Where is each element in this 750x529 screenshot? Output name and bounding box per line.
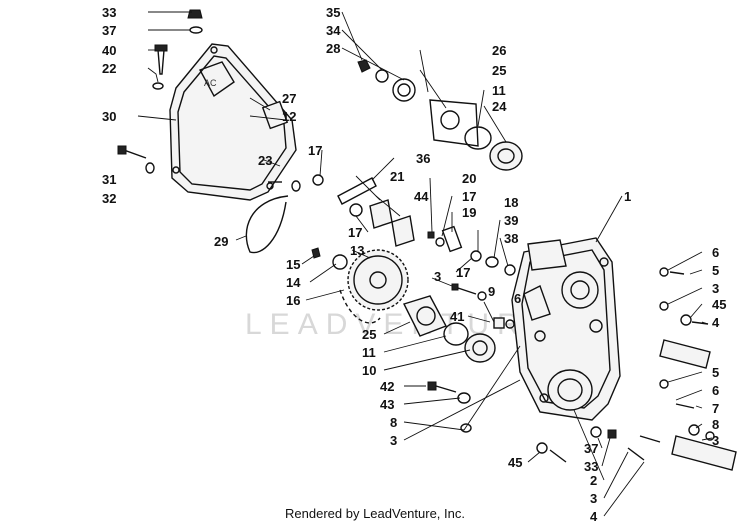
callout-2: 2 [590, 473, 597, 488]
callout-30: 30 [102, 109, 116, 124]
svg-text:AC: AC [204, 78, 217, 88]
callout-36: 36 [416, 151, 430, 166]
callout-1: 1 [624, 189, 631, 204]
leader-lines [137, 11, 713, 517]
callout-33: 33 [584, 459, 598, 474]
callout-40: 40 [102, 43, 116, 58]
callout-37: 37 [584, 441, 598, 456]
callout-17: 17 [462, 189, 476, 204]
cover-small-parts [117, 9, 324, 254]
callout-9: 9 [488, 284, 495, 299]
callout-44: 44 [414, 189, 429, 204]
watermark-text: LEADVENTURE [245, 308, 555, 341]
callout-19: 19 [462, 205, 476, 220]
callout-43: 43 [380, 397, 394, 412]
callout-10: 10 [362, 363, 376, 378]
callout-22: 22 [102, 61, 116, 76]
callout-34: 34 [326, 23, 341, 38]
callout-21: 21 [390, 169, 404, 184]
callout-4: 4 [590, 509, 598, 524]
callout-11: 11 [362, 345, 376, 360]
callout-15: 15 [286, 257, 300, 272]
callout-3: 3 [712, 281, 719, 296]
callout-17: 17 [456, 265, 470, 280]
callout-41: 41 [450, 309, 464, 324]
callout-8: 8 [712, 417, 719, 432]
callout-25: 25 [362, 327, 376, 342]
callout-16: 16 [286, 293, 300, 308]
callout-17: 17 [348, 225, 362, 240]
callout-29: 29 [214, 234, 228, 249]
gearcase-housing [511, 237, 621, 421]
callout-27: 27 [282, 91, 296, 106]
callout-6: 6 [712, 245, 719, 260]
callout-35: 35 [326, 5, 340, 20]
right-side-hardware [536, 267, 737, 471]
callout-6: 6 [712, 383, 719, 398]
callout-12: 12 [282, 109, 296, 124]
callout-6: 6 [514, 291, 521, 306]
callout-11: 11 [492, 83, 506, 98]
callout-33: 33 [102, 5, 116, 20]
callout-31: 31 [102, 172, 116, 187]
upper-shaft-parts [337, 59, 523, 276]
callout-3: 3 [712, 433, 719, 448]
callout-5: 5 [712, 263, 719, 278]
callout-8: 8 [390, 415, 397, 430]
callout-23: 23 [258, 153, 272, 168]
callout-20: 20 [462, 171, 476, 186]
callout-3: 3 [390, 433, 397, 448]
callout-45: 45 [508, 455, 522, 470]
callout-4: 4 [712, 315, 720, 330]
callout-5: 5 [712, 365, 719, 380]
callout-25: 25 [492, 63, 506, 78]
callout-28: 28 [326, 41, 340, 56]
callout-45: 45 [712, 297, 726, 312]
callout-13: 13 [350, 243, 364, 258]
chaincase-cover: AC [169, 43, 297, 201]
callout-42: 42 [380, 379, 394, 394]
callout-7: 7 [712, 401, 719, 416]
callout-14: 14 [286, 275, 301, 290]
callout-26: 26 [492, 43, 506, 58]
footer-credit: Rendered by LeadVenture, Inc. [285, 506, 465, 521]
callout-24: 24 [492, 99, 507, 114]
callout-3: 3 [434, 269, 441, 284]
callout-labels: 33 37 40 22 30 31 32 27 12 23 29 35 34 2… [102, 5, 726, 524]
callout-3: 3 [590, 491, 597, 506]
callout-39: 39 [504, 213, 518, 228]
callout-32: 32 [102, 191, 116, 206]
callout-37: 37 [102, 23, 116, 38]
callout-17: 17 [308, 143, 322, 158]
callout-38: 38 [504, 231, 518, 246]
lower-sprocket [311, 247, 496, 363]
callout-18: 18 [504, 195, 518, 210]
